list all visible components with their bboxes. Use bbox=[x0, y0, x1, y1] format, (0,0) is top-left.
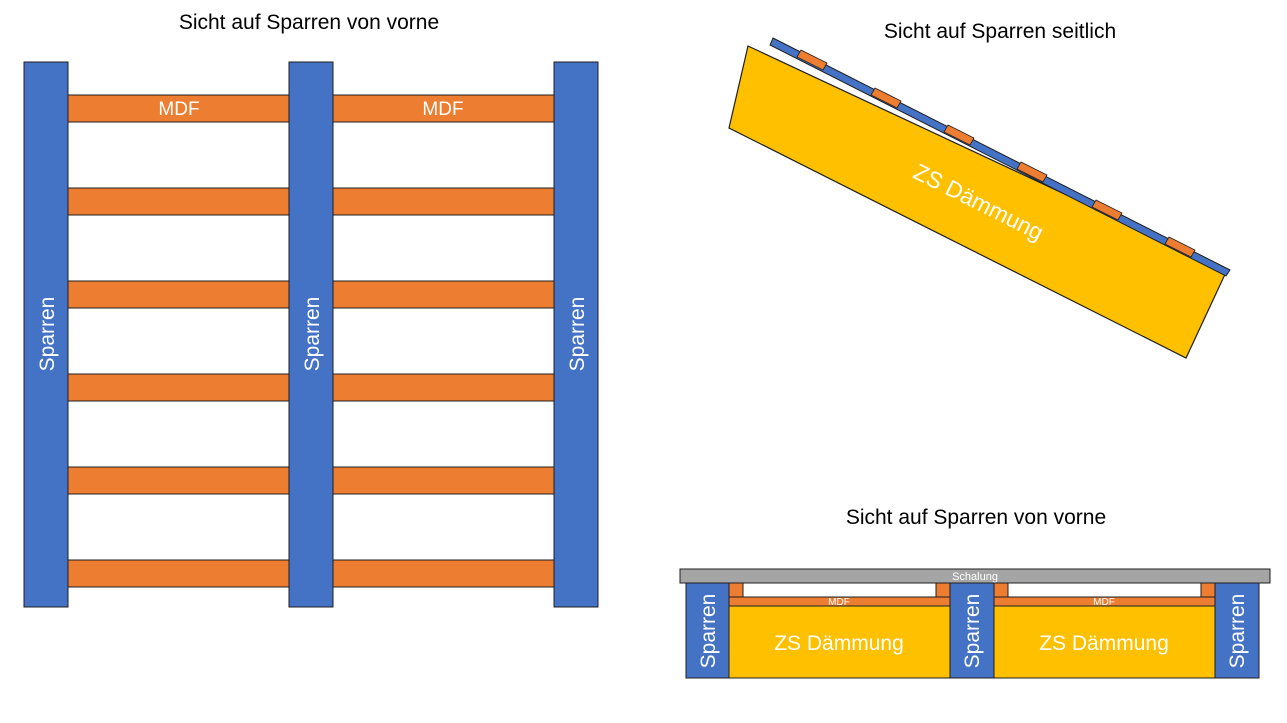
battens bbox=[728, 582, 1216, 598]
rafter-label: Sparren bbox=[697, 594, 720, 669]
mdf-strip bbox=[67, 94, 291, 123]
mdf-label: MDF bbox=[158, 99, 199, 120]
mdf-strip bbox=[67, 187, 291, 216]
front-view: Sicht auf Sparren von vorne MDF MDF Spar… bbox=[23, 11, 599, 608]
mdf-strip bbox=[67, 280, 291, 309]
rafter bbox=[685, 582, 730, 679]
batten bbox=[993, 582, 1009, 598]
rafters bbox=[23, 61, 599, 608]
batten bbox=[935, 582, 951, 598]
mdf-strip bbox=[67, 559, 291, 588]
insulation-label: ZS Dämmung bbox=[774, 632, 904, 655]
mdf-pad bbox=[943, 124, 975, 146]
insulation-label: ZS Dämmung bbox=[1039, 632, 1169, 655]
batten bbox=[728, 582, 744, 598]
rafter-label: Sparren bbox=[1226, 594, 1249, 669]
side-view-title: Sicht auf Sparren seitlich bbox=[884, 20, 1116, 43]
mdf-pad bbox=[1091, 199, 1123, 221]
rafter bbox=[1214, 582, 1260, 679]
mdf-pad bbox=[1164, 236, 1196, 258]
front-view-title: Sicht auf Sparren von vorne bbox=[179, 11, 439, 34]
mdf-pad bbox=[796, 49, 828, 71]
section-view-title: Sicht auf Sparren von vorne bbox=[846, 506, 1106, 529]
mdf-pad bbox=[870, 87, 902, 109]
mdf-strip bbox=[332, 187, 555, 216]
rafter bbox=[23, 61, 69, 608]
rafter bbox=[949, 582, 995, 679]
rafter-label: Sparren bbox=[566, 297, 589, 372]
rafters bbox=[685, 582, 1260, 679]
mdf-strip bbox=[332, 466, 555, 495]
batten bbox=[1200, 582, 1216, 598]
section-view: Sicht auf Sparren von vorne ZS Dämmung Z… bbox=[679, 506, 1271, 679]
insulation-blocks bbox=[728, 605, 1216, 679]
mdf-label: MDF bbox=[828, 597, 850, 608]
mdf-strip bbox=[332, 94, 555, 123]
mdf-strip bbox=[67, 373, 291, 402]
side-view: Sicht auf Sparren seitlich ZS Dämmung bbox=[728, 20, 1231, 359]
mdf-strip bbox=[332, 373, 555, 402]
mdf-pads bbox=[796, 49, 1196, 258]
insulation-block bbox=[993, 605, 1216, 679]
mdf-label: MDF bbox=[1093, 597, 1115, 608]
mdf-strips bbox=[67, 94, 555, 588]
mdf-strip bbox=[67, 466, 291, 495]
mdf-pad bbox=[1016, 161, 1048, 183]
rafter-label: Sparren bbox=[961, 594, 984, 669]
sheathing-label: Schalung bbox=[952, 571, 998, 583]
rafter bbox=[288, 61, 334, 608]
mdf-strip bbox=[332, 559, 555, 588]
sheathing-board bbox=[679, 568, 1271, 584]
mdf-label: MDF bbox=[422, 99, 463, 120]
rafter bbox=[553, 61, 599, 608]
rafter-label: Sparren bbox=[301, 297, 324, 372]
rafter-label: Sparren bbox=[36, 297, 59, 372]
mdf-strip bbox=[332, 280, 555, 309]
